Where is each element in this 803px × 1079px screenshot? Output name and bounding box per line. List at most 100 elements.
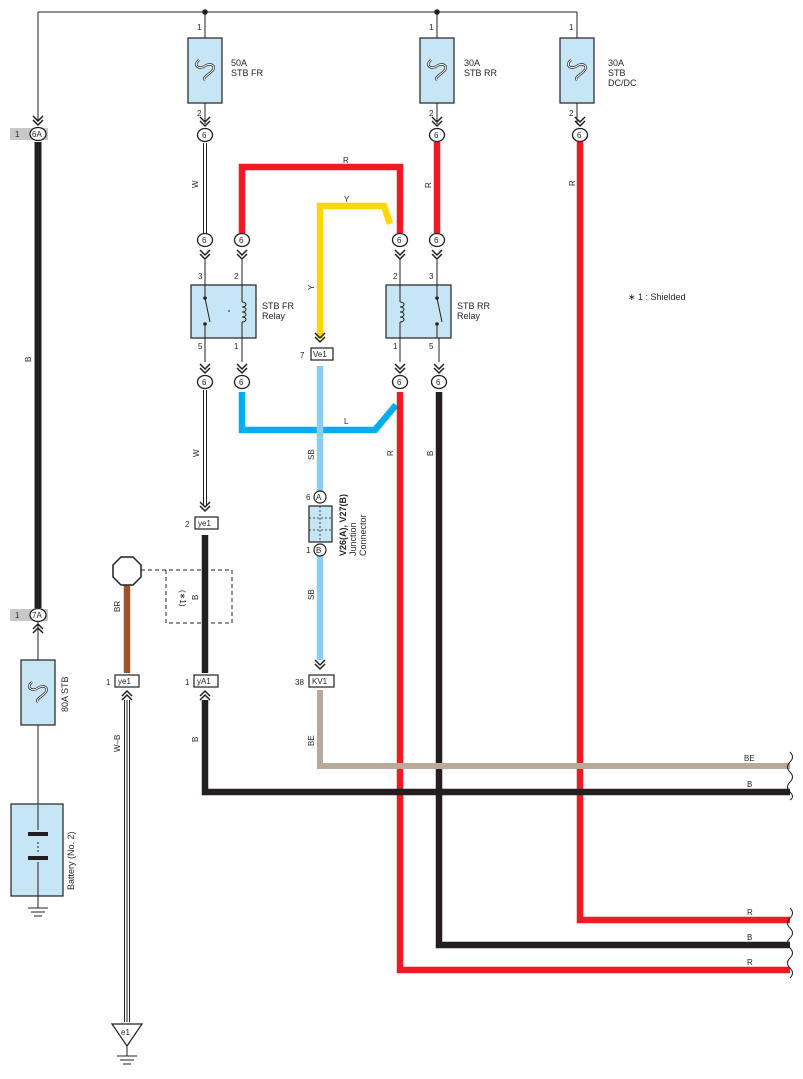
svg-text:STB FR: STB FR — [231, 68, 264, 78]
svg-text:6: 6 — [306, 493, 311, 502]
svg-text:R: R — [747, 958, 753, 967]
svg-text:3: 3 — [198, 272, 203, 281]
svg-text:STB RR: STB RR — [457, 301, 491, 311]
svg-text:1: 1 — [15, 611, 20, 620]
svg-text:6: 6 — [397, 236, 402, 245]
svg-text:38: 38 — [295, 678, 304, 687]
svg-text:BE: BE — [307, 735, 316, 746]
junction-dot — [434, 9, 440, 15]
connector-6-fr-fuse: 6 — [196, 116, 214, 143]
svg-text:6: 6 — [202, 131, 207, 140]
svg-text:B: B — [747, 933, 752, 942]
svg-text:W: W — [191, 180, 200, 188]
connector-6-rr-relay-2: 6 — [391, 232, 409, 260]
connector-6-fr-relay-3: 6 — [196, 232, 214, 260]
svg-text:50A: 50A — [231, 58, 247, 68]
note-shielded: ∗ 1 : Shielded — [628, 292, 686, 302]
connector-6-fr-relay-2: 6 — [233, 232, 251, 260]
svg-text:1: 1 — [106, 678, 111, 687]
svg-text:30A: 30A — [464, 58, 480, 68]
svg-text:Battery (No. 2): Battery (No. 2) — [66, 831, 76, 890]
svg-text:1: 1 — [393, 342, 398, 351]
svg-text:6: 6 — [239, 236, 244, 245]
connector-6-rr-relay-5: 6 — [430, 363, 448, 390]
svg-text:1: 1 — [429, 23, 434, 32]
svg-text:R: R — [568, 180, 577, 186]
connector-6-rr-relay-1: 6 — [391, 363, 409, 390]
connector-6-fr-relay-1: 6 — [233, 363, 251, 390]
svg-text:30A: 30A — [608, 58, 624, 68]
svg-text:1: 1 — [15, 130, 20, 139]
connector-7a: 1 7A — [10, 607, 48, 634]
wire-be — [317, 690, 790, 769]
svg-text:ye1: ye1 — [198, 519, 211, 528]
wire-break-marks — [787, 751, 793, 979]
svg-text:STB FR: STB FR — [262, 301, 295, 311]
svg-text:2: 2 — [429, 109, 434, 118]
svg-text:Junction: Junction — [348, 522, 358, 556]
svg-text:Y: Y — [344, 195, 350, 204]
svg-text:B: B — [24, 357, 33, 362]
wire-labels: W R R Y Y R B W SB L R B SB BR B W–B B B… — [24, 156, 755, 967]
junction-dot — [202, 9, 208, 15]
svg-text:B: B — [191, 737, 200, 742]
svg-text:1: 1 — [185, 678, 190, 687]
svg-text:BE: BE — [744, 754, 755, 763]
svg-text:B: B — [316, 546, 321, 555]
svg-text:V26(A), V27(B): V26(A), V27(B) — [338, 494, 348, 556]
svg-text:6A: 6A — [32, 130, 42, 139]
junction-connector-v26-v27: A 6 B 1 V26(A), V27(B) Junction Connecto… — [306, 490, 368, 557]
svg-text:1: 1 — [234, 342, 239, 351]
svg-text:R: R — [747, 908, 753, 917]
svg-text:B: B — [747, 780, 752, 789]
svg-text:L: L — [344, 417, 349, 426]
svg-text:Relay: Relay — [457, 311, 481, 321]
ground-e1: e1 — [110, 1023, 144, 1065]
wire-b-rr — [435, 392, 790, 949]
relay-stb-rr: 2 3 1 5 STB RR Relay — [385, 272, 491, 351]
shield-mark: (∗1) — [178, 590, 187, 607]
svg-text:6: 6 — [436, 378, 441, 387]
svg-text:6: 6 — [397, 378, 402, 387]
svg-text:5: 5 — [198, 342, 203, 351]
shield-ground-octagon — [112, 556, 142, 586]
svg-text:Ve1: Ve1 — [313, 350, 327, 359]
svg-text:STB: STB — [608, 68, 626, 78]
svg-text:Relay: Relay — [262, 311, 286, 321]
connector-6-rr-relay-3: 6 — [428, 232, 446, 260]
svg-text:2: 2 — [197, 109, 202, 118]
svg-text:6: 6 — [577, 131, 582, 140]
svg-text:B: B — [191, 595, 200, 600]
svg-text:A: A — [316, 493, 322, 502]
svg-text:5: 5 — [429, 342, 434, 351]
svg-text:2: 2 — [569, 109, 574, 118]
svg-text:6: 6 — [434, 236, 439, 245]
connector-6-dcdc: 6 — [571, 116, 589, 143]
svg-text:80A STB: 80A STB — [60, 676, 70, 712]
svg-text:KV1: KV1 — [312, 677, 328, 686]
battery-no2: Battery (No. 2) — [10, 803, 76, 917]
fuse-stb-dcdc: 1 2 30A STB DC/DC — [559, 23, 637, 118]
wire-r-loop — [238, 163, 404, 233]
svg-text:6: 6 — [202, 378, 207, 387]
svg-text:2: 2 — [234, 272, 239, 281]
svg-text:1: 1 — [197, 23, 202, 32]
wire-l — [238, 392, 399, 434]
fuse-stb-fr: 1 2 50A STB FR — [187, 23, 264, 118]
svg-text:ye1: ye1 — [118, 677, 131, 686]
wire-b-bottom — [201, 700, 790, 796]
connector-6-fr-relay-5: 6 — [196, 363, 214, 390]
svg-text:6: 6 — [434, 131, 439, 140]
wire-r-long — [396, 392, 790, 974]
fuse-80a-stb: 80A STB — [20, 659, 70, 726]
fuse-stb-rr: 1 2 30A STB RR — [419, 23, 498, 118]
svg-text:DC/DC: DC/DC — [608, 78, 637, 88]
svg-text:1: 1 — [306, 546, 311, 555]
svg-text:3: 3 — [429, 272, 434, 281]
svg-text:BR: BR — [113, 601, 122, 612]
svg-text:yA1: yA1 — [197, 677, 211, 686]
svg-text:6: 6 — [239, 378, 244, 387]
svg-text:B: B — [426, 451, 435, 456]
connector-ve1: Ve1 7 — [300, 332, 334, 361]
